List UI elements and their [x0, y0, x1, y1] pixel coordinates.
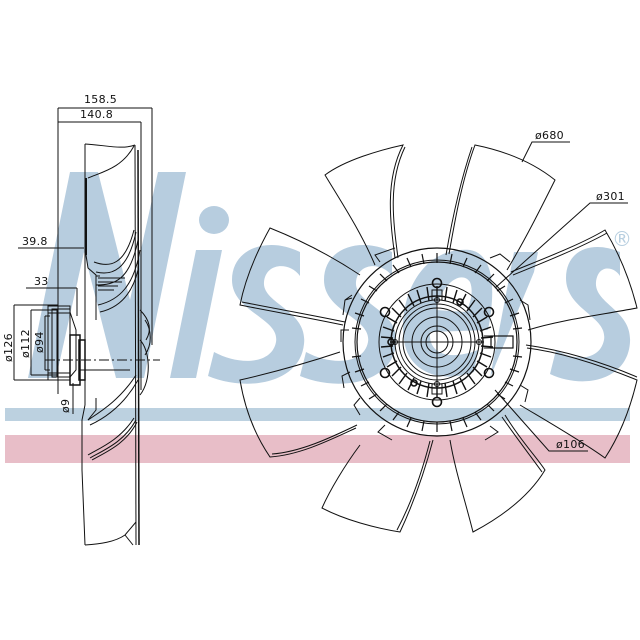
registered-trademark: ® [612, 227, 632, 251]
dim-pilot-diameter: ø106 [556, 438, 585, 451]
shroud-fins [340, 247, 531, 441]
dim-clutch-diameter: ø301 [596, 190, 625, 203]
dim-hub-offset: 39.8 [22, 235, 48, 248]
dim-diameter-9: ø9 [59, 398, 72, 413]
dim-blade-depth: 140.8 [80, 108, 113, 121]
ring-notches [351, 253, 523, 432]
dim-fan-diameter: ø680 [535, 129, 564, 142]
fan-blades [239, 144, 638, 533]
dim-diameter-126: ø126 [2, 333, 15, 362]
dim-clutch-offset: 33 [34, 275, 49, 288]
front-view [239, 141, 638, 533]
watermark-band-blue [5, 408, 630, 421]
dim-diameter-112: ø112 [19, 329, 32, 358]
watermark-band-pink [5, 435, 630, 463]
dim-overall-depth: 158.5 [84, 93, 117, 106]
dim-diameter-94: ø94 [33, 331, 46, 353]
side-view [13, 107, 160, 546]
